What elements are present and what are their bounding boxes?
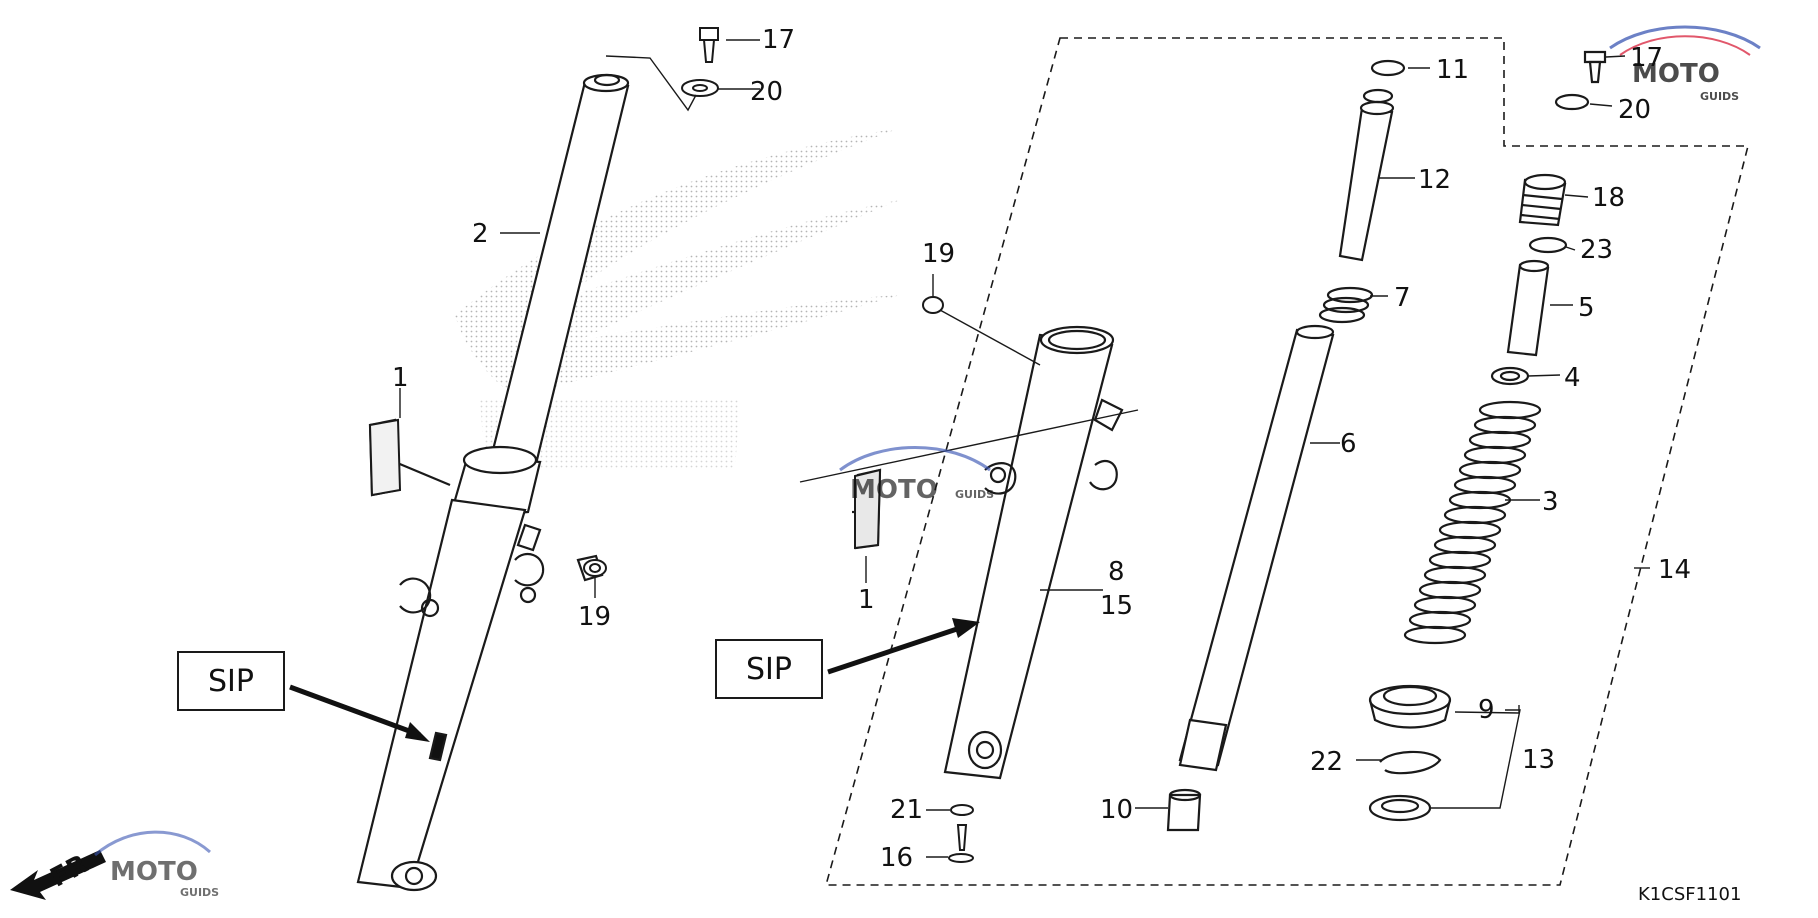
callout-13: 13: [1522, 745, 1555, 775]
callout-numbers: 17 20 2 1 19 19 1 8 15 21 16 10 11 12 7 …: [392, 25, 1691, 873]
callout-22: 22: [1310, 747, 1343, 777]
callout-5: 5: [1578, 293, 1595, 323]
main-spring-coils: [1403, 400, 1542, 645]
callout-23: 23: [1580, 235, 1613, 265]
right-internal-parts: [1166, 50, 1607, 832]
callout-2: 2: [472, 219, 489, 249]
sip-indicator-center: SIP: [715, 618, 980, 699]
diagram-code: K1CSF1101: [1638, 884, 1741, 905]
watermark-top-right: MOTO GUIDS: [1609, 25, 1761, 103]
callout-20-left: 20: [750, 77, 783, 107]
callout-15: 15: [1100, 591, 1133, 621]
callout-1-left: 1: [392, 363, 409, 393]
watermark-center: MOTO GUIDS: [839, 446, 994, 505]
leader-lines: [399, 39, 1650, 858]
sip-label-center: SIP: [746, 652, 792, 687]
callout-19-center: 19: [922, 239, 955, 269]
callout-8: 8: [1108, 557, 1125, 587]
callout-4: 4: [1564, 363, 1581, 393]
small-hardware: [583, 27, 974, 863]
callout-10: 10: [1100, 795, 1133, 825]
watermark-brand: MOTO: [1632, 59, 1720, 89]
sip-label-left: SIP: [208, 664, 254, 699]
callout-19-left: 19: [578, 602, 611, 632]
callout-6: 6: [1340, 429, 1357, 459]
watermark-brand: MOTO: [110, 857, 198, 887]
watermark-sub: GUIDS: [955, 488, 994, 501]
callout-17-right: 17: [1630, 43, 1663, 73]
callout-16: 16: [880, 843, 913, 873]
callout-9: 9: [1478, 695, 1495, 725]
left-fork-assembly: [356, 73, 630, 892]
callout-18: 18: [1592, 183, 1625, 213]
callout-20-right: 20: [1618, 95, 1651, 125]
callout-14: 14: [1658, 555, 1691, 585]
callout-1-center: 1: [858, 585, 875, 615]
sip-indicator-left: SIP: [177, 651, 430, 742]
watermark-sub: GUIDS: [1700, 90, 1739, 103]
callout-7: 7: [1394, 283, 1411, 313]
watermark-brand: MOTO: [850, 475, 938, 505]
clip-parts: [368, 418, 882, 550]
callout-17-left: 17: [762, 25, 795, 55]
watermark-sub: GUIDS: [180, 886, 219, 899]
callout-11: 11: [1436, 55, 1469, 85]
callout-12: 12: [1418, 165, 1451, 195]
callout-21: 21: [890, 795, 923, 825]
watermark-bottom-left: MOTO GUIDS: [94, 830, 219, 899]
callout-3: 3: [1542, 487, 1559, 517]
